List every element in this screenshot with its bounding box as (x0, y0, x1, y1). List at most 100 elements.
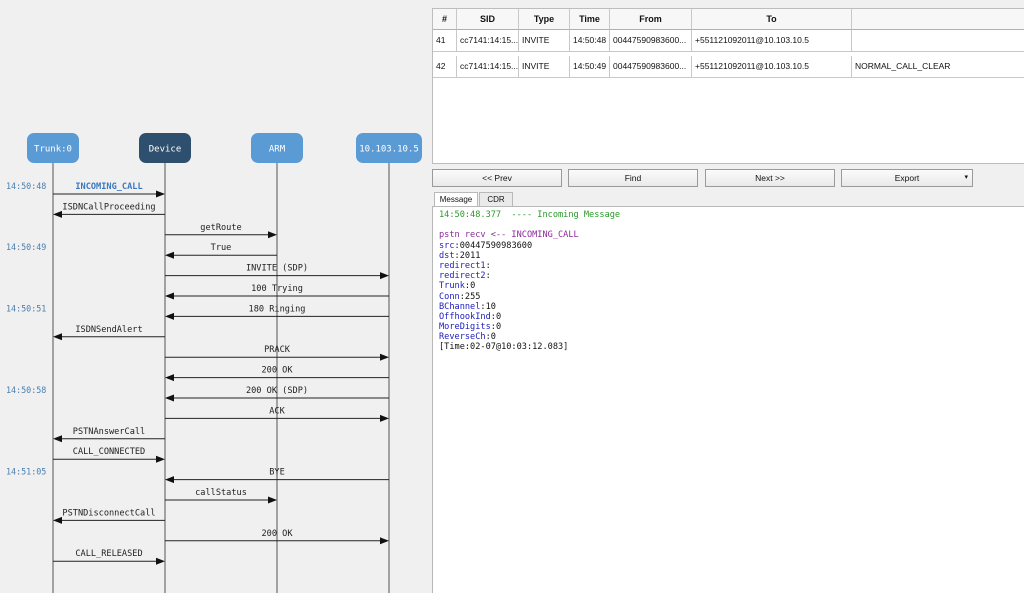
chevron-down-icon: ▾ (964, 174, 968, 181)
message-field: MoreDigits:0 (439, 322, 1024, 332)
header-to[interactable]: To (692, 9, 852, 30)
arrowhead-icon (53, 210, 62, 218)
field-separator: : (490, 322, 496, 333)
message-field: redirect2: (439, 271, 1024, 281)
header-from[interactable]: From (610, 9, 692, 30)
message-label[interactable]: 100 Trying (251, 284, 303, 294)
arrowhead-icon (165, 251, 174, 259)
arrowhead-icon (156, 455, 165, 463)
table-row[interactable]: 42 cc7141:14:15... INVITE 14:50:49 00447… (433, 56, 1024, 78)
message-label[interactable]: 200 OK (SDP) (246, 386, 308, 396)
field-value: 0 (490, 332, 496, 343)
participant-box[interactable] (139, 133, 191, 163)
field-value: 10 (485, 301, 496, 312)
timestamp-label: 14:51:05 (6, 467, 46, 477)
field-key: Conn (439, 291, 460, 302)
field-separator: : (454, 250, 460, 261)
message-footer: [Time:02-07@10:03:12.083] (439, 342, 569, 353)
header-index[interactable]: # (433, 9, 457, 30)
prev-button[interactable]: << Prev (432, 169, 562, 187)
header-sid[interactable]: SID (457, 9, 519, 30)
field-value: 2011 (459, 250, 481, 261)
participant-label: 10.103.10.5 (359, 145, 419, 155)
message-view[interactable]: 14:50:48.377 ---- Incoming Message pstn … (432, 206, 1024, 593)
message-field: ReverseCh:0 (439, 332, 1024, 342)
participant-label: Device (149, 145, 182, 155)
message-label[interactable]: CALL_CONNECTED (73, 447, 145, 457)
table-row[interactable]: 41 cc7141:14:15... INVITE 14:50:48 00447… (433, 30, 1024, 52)
field-separator: : (485, 271, 491, 282)
cell-index: 42 (433, 56, 457, 78)
message-label[interactable]: ACK (269, 406, 285, 416)
find-button[interactable]: Find (568, 169, 698, 187)
arrowhead-icon (380, 537, 389, 545)
field-value: 255 (464, 291, 481, 302)
arrowhead-icon (380, 414, 389, 422)
cell-time: 14:50:48 (570, 30, 610, 52)
cell-type: INVITE (519, 30, 570, 52)
next-button[interactable]: Next >> (705, 169, 835, 187)
message-label[interactable]: 180 Ringing (249, 304, 306, 314)
message-label[interactable]: BYE (269, 468, 285, 478)
field-separator: : (480, 301, 486, 312)
participant-box[interactable] (251, 133, 303, 163)
header-extra[interactable] (852, 9, 1024, 30)
cell-to: +551121092011@10.103.10.5 (692, 56, 852, 78)
message-label[interactable]: 200 OK (261, 366, 293, 376)
arrowhead-icon (156, 190, 165, 198)
cell-from: 00447590983600... (610, 56, 692, 78)
message-field: Trunk:0 (439, 281, 1024, 291)
message-label[interactable]: INVITE (SDP) (246, 264, 308, 274)
message-label[interactable]: PRACK (264, 345, 291, 355)
message-field: redirect1: (439, 261, 1024, 271)
tab-message[interactable]: Message (434, 192, 478, 207)
message-label[interactable]: 200 OK (261, 529, 293, 539)
field-key: Trunk (439, 281, 465, 292)
cell-sid: cc7141:14:15... (457, 56, 519, 78)
field-key: redirect1 (439, 260, 486, 271)
field-separator: : (459, 291, 465, 302)
field-value: 00447590983600 (459, 240, 533, 251)
header-time[interactable]: Time (570, 9, 610, 30)
message-label[interactable]: PSTNAnswerCall (73, 427, 145, 437)
field-key: MoreDigits (439, 322, 491, 333)
arrowhead-icon (268, 496, 277, 504)
arrowhead-icon (53, 333, 62, 341)
arrowhead-icon (165, 374, 174, 382)
participant-box[interactable] (356, 133, 422, 163)
timestamp-label: 14:50:51 (6, 303, 46, 313)
message-title: pstn recv <-- INCOMING_CALL (439, 230, 579, 241)
field-separator: : (454, 240, 460, 251)
message-label[interactable]: INCOMING_CALL (75, 182, 142, 192)
cell-from: 00447590983600... (610, 30, 692, 52)
arrowhead-icon (165, 312, 174, 320)
message-field: Conn:255 (439, 292, 1024, 302)
arrowhead-icon (165, 476, 174, 484)
message-label[interactable]: getRoute (200, 223, 241, 233)
cell-extra (852, 30, 1024, 52)
message-field: dst:2011 (439, 251, 1024, 261)
cell-type: INVITE (519, 56, 570, 78)
message-label[interactable]: callStatus (195, 488, 247, 498)
message-label[interactable]: ISDNSendAlert (75, 325, 142, 335)
message-label[interactable]: PSTNDisconnectCall (62, 508, 155, 518)
timestamp-label: 14:50:58 (6, 385, 46, 395)
tab-cdr[interactable]: CDR (479, 192, 513, 206)
arrowhead-icon (53, 516, 62, 524)
field-key: OffhookInd (439, 311, 491, 322)
field-key: BChannel (439, 301, 481, 312)
participant-box[interactable] (27, 133, 79, 163)
arrowhead-icon (165, 394, 174, 402)
cell-to: +551121092011@10.103.10.5 (692, 30, 852, 52)
export-button[interactable]: Export ▾ (841, 169, 973, 187)
message-label[interactable]: CALL_RELEASED (75, 549, 142, 559)
detail-panel: # SID Type Time From To 41 cc7141:14:15.… (432, 0, 1024, 593)
field-separator: : (490, 311, 496, 322)
header-type[interactable]: Type (519, 9, 570, 30)
message-label[interactable]: ISDNCallProceeding (62, 202, 155, 212)
message-label[interactable]: True (211, 243, 232, 253)
message-header: 14:50:48.377 ---- Incoming Message (439, 210, 621, 220)
